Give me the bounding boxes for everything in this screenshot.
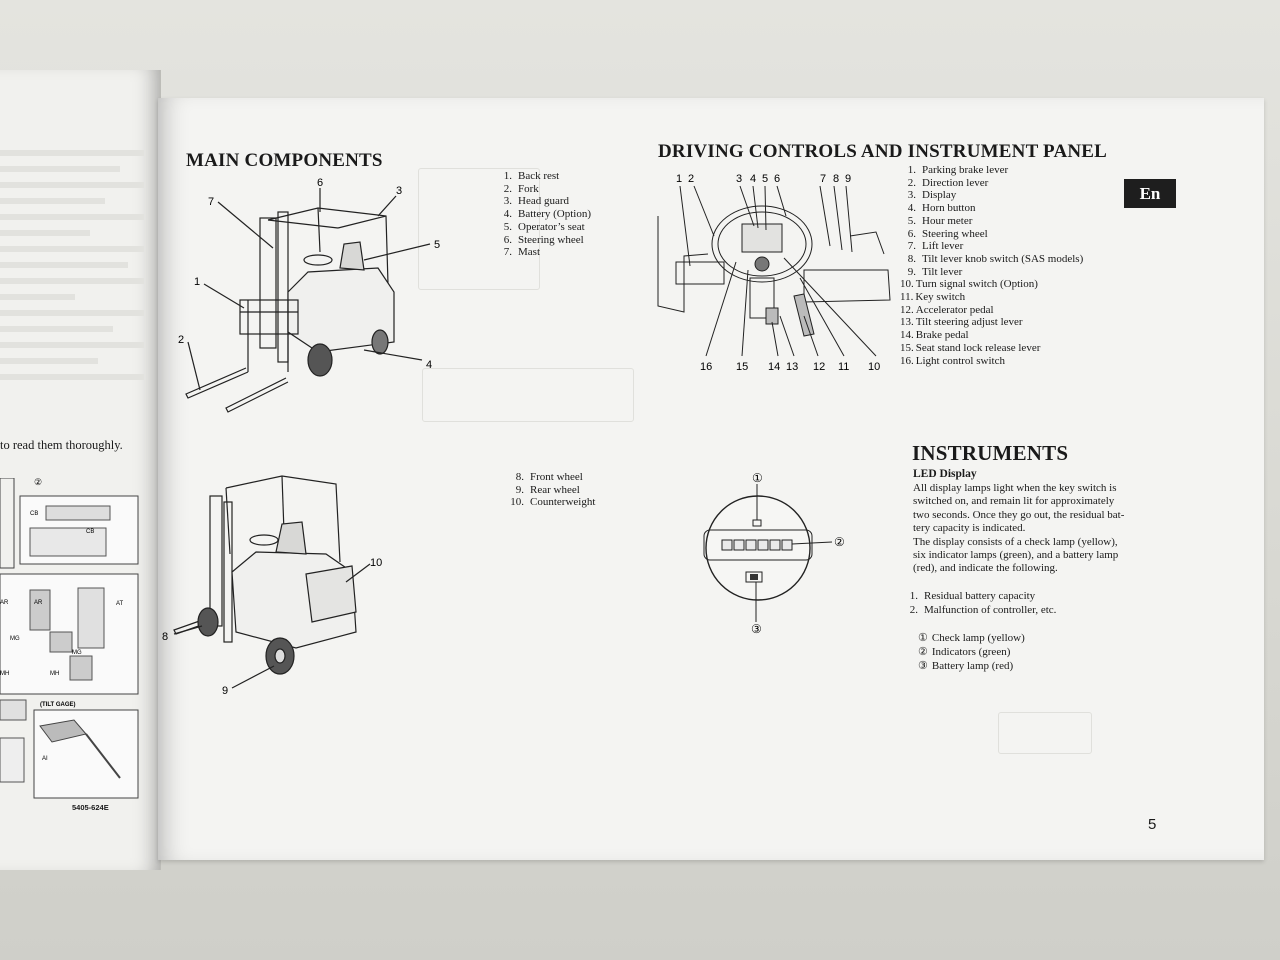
left-fig-label: AT — [116, 601, 124, 607]
left-fig-label: AI — [42, 756, 48, 762]
left-fig-label: CB — [30, 511, 38, 517]
callout: ① — [752, 471, 763, 485]
forklift-rear-illustration: 8 9 10 — [162, 475, 382, 697]
page-number: 5 — [1148, 816, 1157, 833]
list-item: 6.Steering wheel — [907, 227, 988, 240]
list-item: 2.Fork — [503, 182, 539, 195]
instruments-title: INSTRUMENTS — [912, 441, 1069, 465]
driving-controls-title: DRIVING CONTROLS AND INSTRUMENT PANEL — [658, 141, 1108, 162]
callout: 6 — [774, 173, 780, 185]
figure-code: 5405-624E — [72, 803, 109, 812]
callout: 12 — [813, 361, 825, 373]
list-item: 15.Seat stand lock release lever — [900, 341, 1041, 354]
callout: 4 — [750, 173, 756, 185]
list-item: 7.Lift lever — [907, 240, 964, 253]
main-components-list-a: 1.Back rest 2.Fork 3.Head guard 4.Batter… — [496, 170, 591, 259]
list-item: 8.Tilt lever knob switch (SAS models) — [907, 252, 1084, 265]
callout: 2 — [178, 334, 184, 346]
forklift-front-illustration: 1 2 3 4 5 6 7 — [178, 177, 440, 413]
list-item: 16.Light control switch — [900, 354, 1005, 367]
led-display-illustration: ① ② ③ — [703, 471, 845, 636]
bleed-through — [418, 168, 540, 290]
list-item: 5.Hour meter — [907, 214, 973, 227]
list-item: 12.Accelerator pedal — [900, 303, 994, 316]
callout: 16 — [700, 361, 712, 373]
driving-controls-illustration: 1 2 3 4 5 6 7 8 9 — [657, 173, 891, 373]
left-fig-label: AR — [34, 600, 43, 606]
callout: 3 — [396, 185, 402, 197]
callout: 1 — [194, 276, 200, 288]
left-page-text: to read them thoroughly. — [0, 438, 123, 452]
left-fig-label: MH — [50, 671, 59, 677]
list-item: 10.Turn signal switch (Option) — [900, 278, 1038, 291]
list-item: 8.Front wheel — [515, 471, 583, 483]
left-page-figure: ② CB CB AR AR AT MG MG MH MH (TILT GAGE)… — [0, 478, 139, 799]
list-item: 2.Direction lever — [907, 176, 989, 189]
left-fig-label: MH — [0, 671, 9, 677]
callout: 5 — [762, 173, 768, 185]
list-item: 14.Brake pedal — [900, 329, 969, 342]
list-item: 6.Steering wheel — [503, 233, 584, 246]
left-page: to read them thoroughly. ② CB CB AR AR A… — [0, 70, 161, 870]
callout: ③ — [751, 622, 762, 636]
list-item: 1.Back rest — [503, 170, 560, 182]
led-display-description: All display lamps light when the key swi… — [913, 482, 1125, 575]
list-item: 3.Head guard — [503, 195, 570, 208]
list-item: 9.Tilt lever — [907, 265, 963, 278]
callout: 10 — [868, 361, 880, 373]
list-item: 10.Counterweight — [510, 496, 596, 509]
main-components-title: MAIN COMPONENTS — [186, 150, 383, 171]
left-fig-label: CB — [86, 529, 94, 535]
bleed-through — [422, 368, 634, 422]
callout: 9 — [222, 685, 228, 697]
callout: 8 — [162, 631, 168, 643]
callout: 15 — [736, 361, 748, 373]
list-item: 4.Horn button — [907, 202, 976, 215]
callout: 1 — [676, 173, 682, 185]
list-item: 5.Operator’s seat — [503, 220, 585, 233]
bleed-through-text — [0, 140, 150, 380]
led-display-subtitle: LED Display — [913, 468, 977, 480]
list-item: 9.Rear wheel — [515, 483, 580, 496]
callout: 14 — [768, 361, 780, 373]
left-fig-label: AR — [0, 600, 9, 606]
list-item: 13.Tilt steering adjust lever — [900, 316, 1023, 329]
callout: 7 — [820, 173, 826, 185]
left-fig-label: MG — [10, 636, 20, 642]
callout: 7 — [208, 196, 214, 208]
callout: 6 — [317, 177, 323, 189]
list-item: 1.Parking brake lever — [907, 164, 1009, 176]
list-item: 1.Residual battery capacity — [909, 590, 1036, 602]
language-tab: En — [1124, 179, 1176, 208]
right-page — [158, 98, 1264, 860]
callout: 8 — [833, 173, 839, 185]
callout: 10 — [370, 557, 382, 569]
list-item: 7.Mast — [503, 246, 540, 259]
list-item: 4.Battery (Option) — [503, 208, 592, 221]
display-indications-list: 1.Residual battery capacity 2.Malfunctio… — [902, 590, 1057, 617]
callout: 11 — [838, 361, 849, 373]
callout: 2 — [688, 173, 694, 185]
list-item: 2.Malfunction of controller, etc. — [909, 603, 1057, 616]
left-fig-label: (TILT GAGE) — [40, 702, 76, 708]
list-item: 11.Key switch — [900, 291, 966, 304]
callout: 3 — [736, 173, 742, 185]
callout: ② — [834, 535, 845, 549]
bleed-through — [998, 712, 1092, 754]
callout: 5 — [434, 239, 440, 251]
callout: 13 — [786, 361, 798, 373]
list-item: 3.Display — [907, 189, 957, 202]
main-components-list-b: 8.Front wheel 9.Rear wheel 10.Counterwei… — [508, 471, 595, 509]
left-fig-circled: ② — [34, 478, 42, 487]
left-fig-label: MG — [72, 650, 82, 656]
driving-controls-list: 1.Parking brake lever 2.Direction lever … — [900, 164, 1083, 367]
callout: 4 — [426, 359, 432, 371]
callout: 9 — [845, 173, 851, 185]
